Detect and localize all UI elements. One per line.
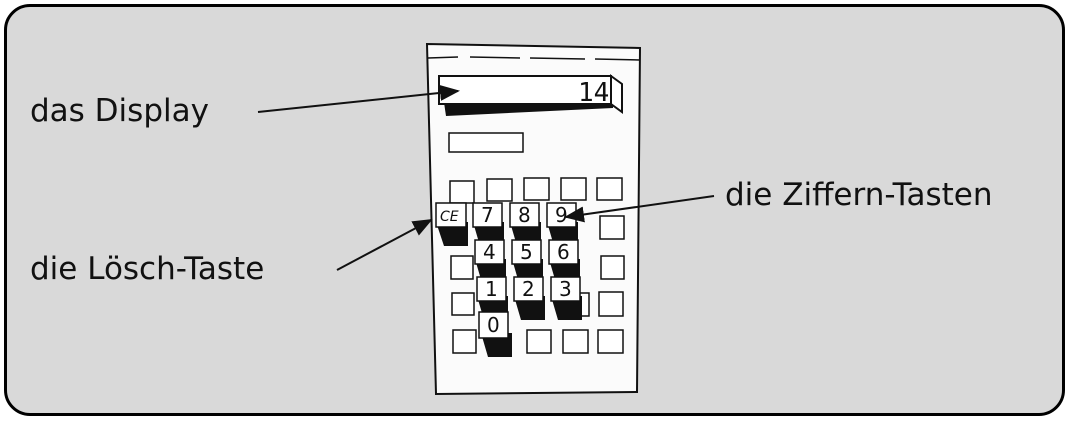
key-clear[interactable]: CE [435,202,468,246]
display: 14 [438,74,623,116]
label-clear-key: die Lösch-Taste [30,251,265,287]
key-7-label: 7 [481,203,494,227]
key-1-label: 1 [485,277,498,301]
arrow-to-digit-keys [564,195,715,223]
key-6-label: 6 [557,240,570,264]
key-3-label: 3 [559,277,572,301]
key-3[interactable]: 3 [550,276,582,320]
arrow-to-clear-key [336,219,433,271]
key-0[interactable]: 0 [478,311,512,357]
key-4-label: 4 [483,240,496,264]
label-display: das Display [30,93,209,129]
key-8-label: 8 [518,203,531,227]
label-digit-keys: die Ziffern-Tasten [725,177,993,213]
display-value: 14 [578,78,609,108]
key-9-label: 9 [555,203,568,227]
key-2[interactable]: 2 [513,276,545,320]
calculator-top-edge [427,56,641,61]
arrow-to-display [257,84,460,113]
key-clear-label: CE [440,209,459,225]
key-2-label: 2 [522,277,535,301]
solar-panel [448,132,524,153]
key-0-label: 0 [487,313,500,337]
key-5-label: 5 [520,240,533,264]
